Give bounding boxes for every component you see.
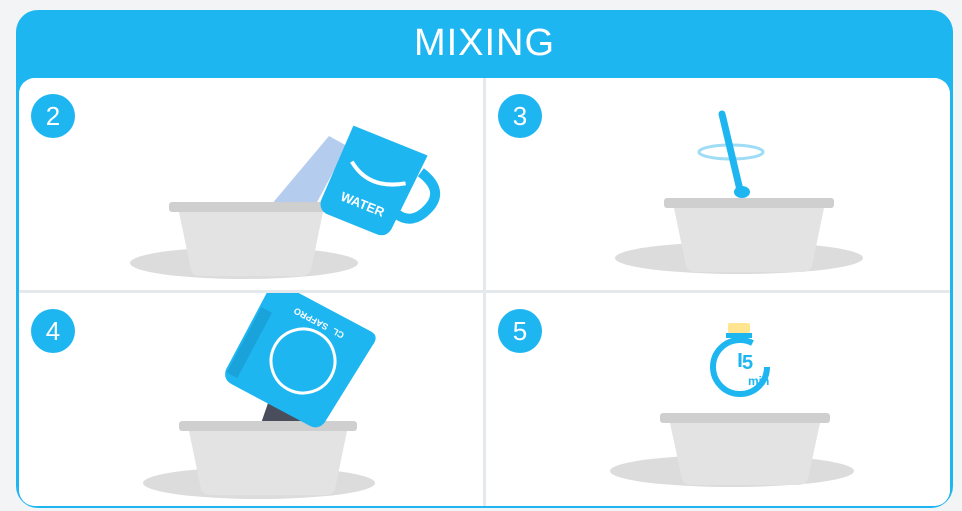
stopwatch-icon: 5 min <box>713 323 769 394</box>
bowl <box>169 202 333 276</box>
mixing-card: MIXING 2 WATER 3 <box>16 10 953 508</box>
step-2-panel: 2 WATER <box>19 78 483 290</box>
timer-value: 5 <box>742 352 753 374</box>
bowl <box>664 198 834 272</box>
page-title: MIXING <box>16 10 953 76</box>
product-bag: SAFPRO CL <box>221 293 378 434</box>
stir-illustration <box>486 78 950 290</box>
steps-grid: 2 WATER 3 <box>19 78 950 506</box>
step-3-panel: 3 <box>486 78 950 290</box>
timer-unit: min <box>748 374 769 388</box>
pour-water-illustration: WATER <box>19 78 483 290</box>
stick-tip <box>734 186 750 198</box>
step-5-panel: 5 5 min <box>486 293 950 506</box>
stirring-stick <box>722 114 740 190</box>
pour-powder-illustration: SAFPRO CL <box>19 293 483 506</box>
step-4-panel: 4 SAFPRO CL <box>19 293 483 506</box>
wait-illustration: 5 min <box>486 293 950 506</box>
bowl <box>660 413 830 485</box>
bowl <box>179 421 357 495</box>
